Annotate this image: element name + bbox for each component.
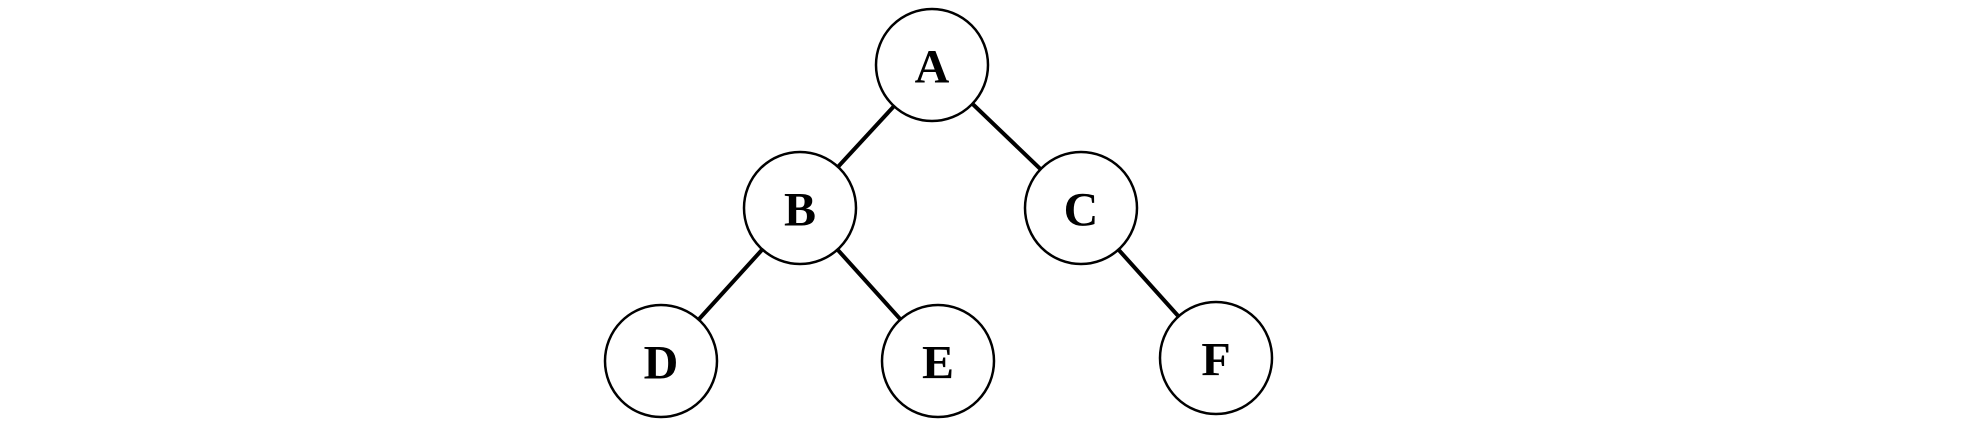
tree-node-label-D: D xyxy=(644,336,679,389)
tree-node-label-C: C xyxy=(1064,183,1099,236)
tree-node-A: A xyxy=(874,7,990,123)
tree-node-label-B: B xyxy=(784,183,816,236)
tree-node-label-E: E xyxy=(922,336,954,389)
tree-node-B: B xyxy=(742,150,858,266)
tree-node-circle-E xyxy=(880,303,996,419)
tree-node-label-A: A xyxy=(915,40,950,93)
tree-node-C: C xyxy=(1023,150,1139,266)
tree-node-label-F: F xyxy=(1201,333,1230,386)
nodes-layer: A B C D E F xyxy=(603,7,1274,419)
tree-node-circle-F xyxy=(1158,300,1274,416)
tree-node-circle-B xyxy=(742,150,858,266)
tree-node-D: D xyxy=(603,303,719,419)
tree-node-circle-D xyxy=(603,303,719,419)
tree-node-circle-C xyxy=(1023,150,1139,266)
tree-node-circle-A xyxy=(874,7,990,123)
tree-node-E: E xyxy=(880,303,996,419)
tree-node-F: F xyxy=(1158,300,1274,416)
